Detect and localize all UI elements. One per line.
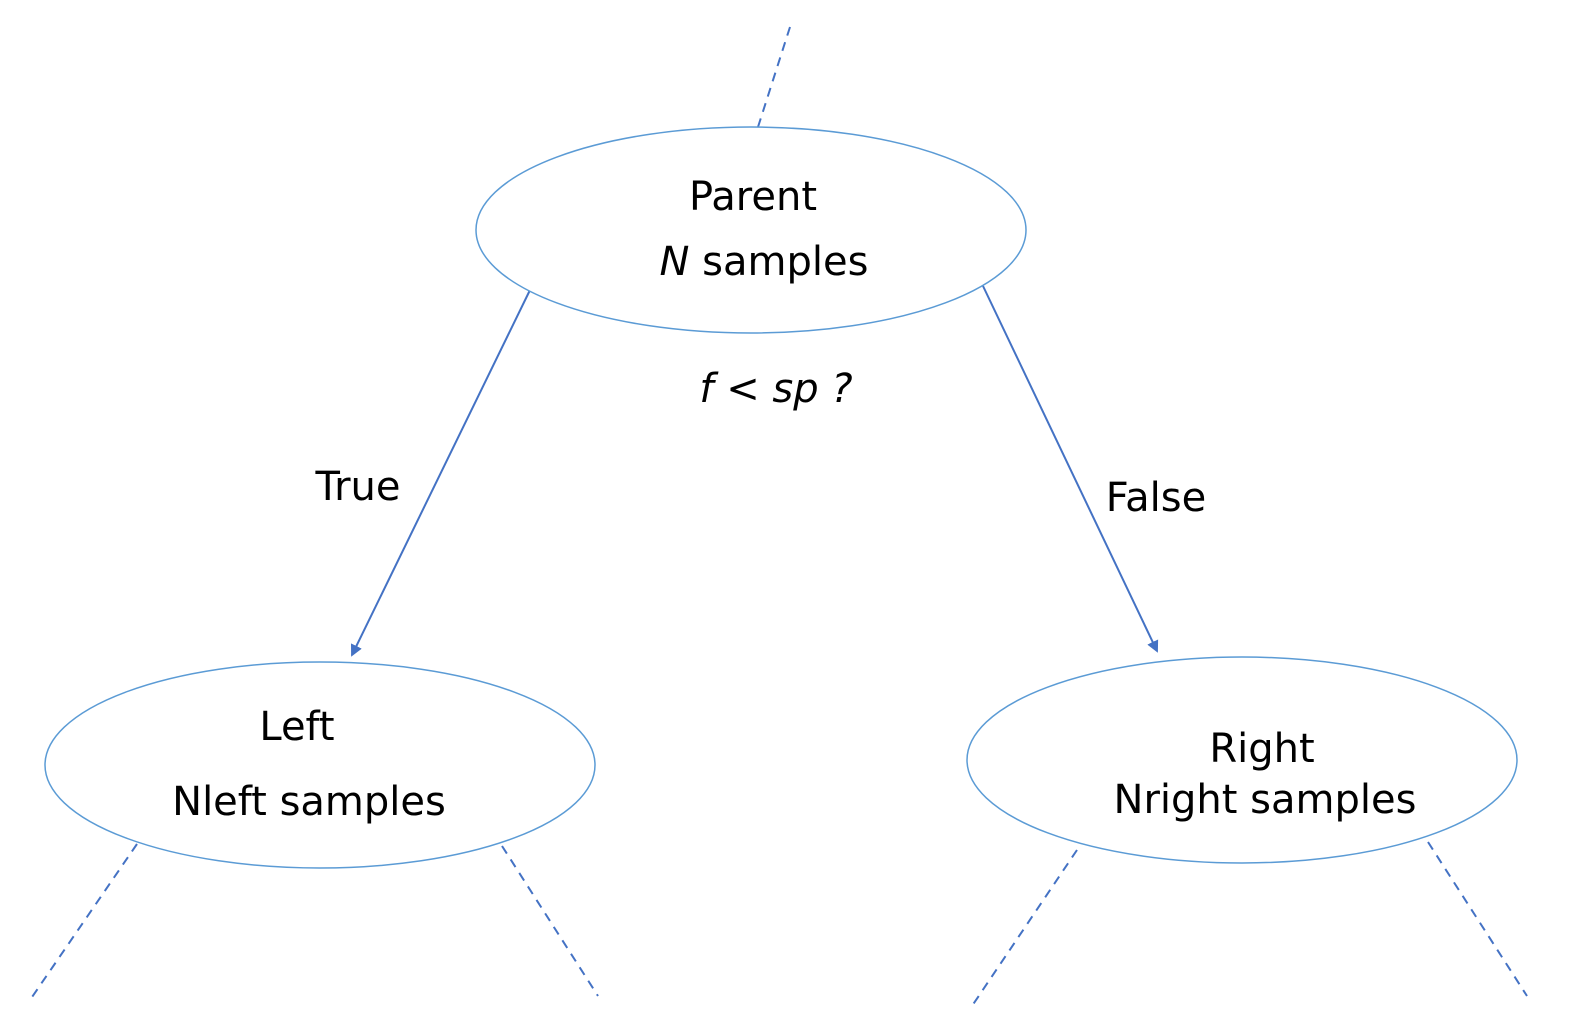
right-child-left-dashed-edge xyxy=(971,849,1078,1007)
left-child-node xyxy=(44,661,596,869)
right-node-count: Nright samples xyxy=(1114,777,1417,823)
left-node-count: Nleft samples xyxy=(172,779,446,825)
left-node-title: Left xyxy=(259,704,334,750)
right-child-node xyxy=(966,656,1518,864)
parent-node xyxy=(475,126,1027,334)
parent-node-title: Parent xyxy=(689,174,817,220)
right-child-right-dashed-edge xyxy=(1427,841,1528,997)
false-edge-label: False xyxy=(1106,475,1206,521)
parent-count-suffix: samples xyxy=(689,239,868,285)
parent-incoming-dashed-edge xyxy=(757,26,791,128)
split-condition: f < sp ? xyxy=(699,366,852,412)
true-edge-label: True xyxy=(315,464,401,510)
left-child-left-dashed-edge xyxy=(29,843,138,1001)
parent-node-count: N samples xyxy=(660,239,869,285)
right-node-title: Right xyxy=(1209,726,1314,772)
left-child-right-dashed-edge xyxy=(501,845,599,997)
true-edge xyxy=(350,289,531,657)
false-edge xyxy=(982,285,1159,653)
parent-count-symbol: N xyxy=(660,239,690,285)
